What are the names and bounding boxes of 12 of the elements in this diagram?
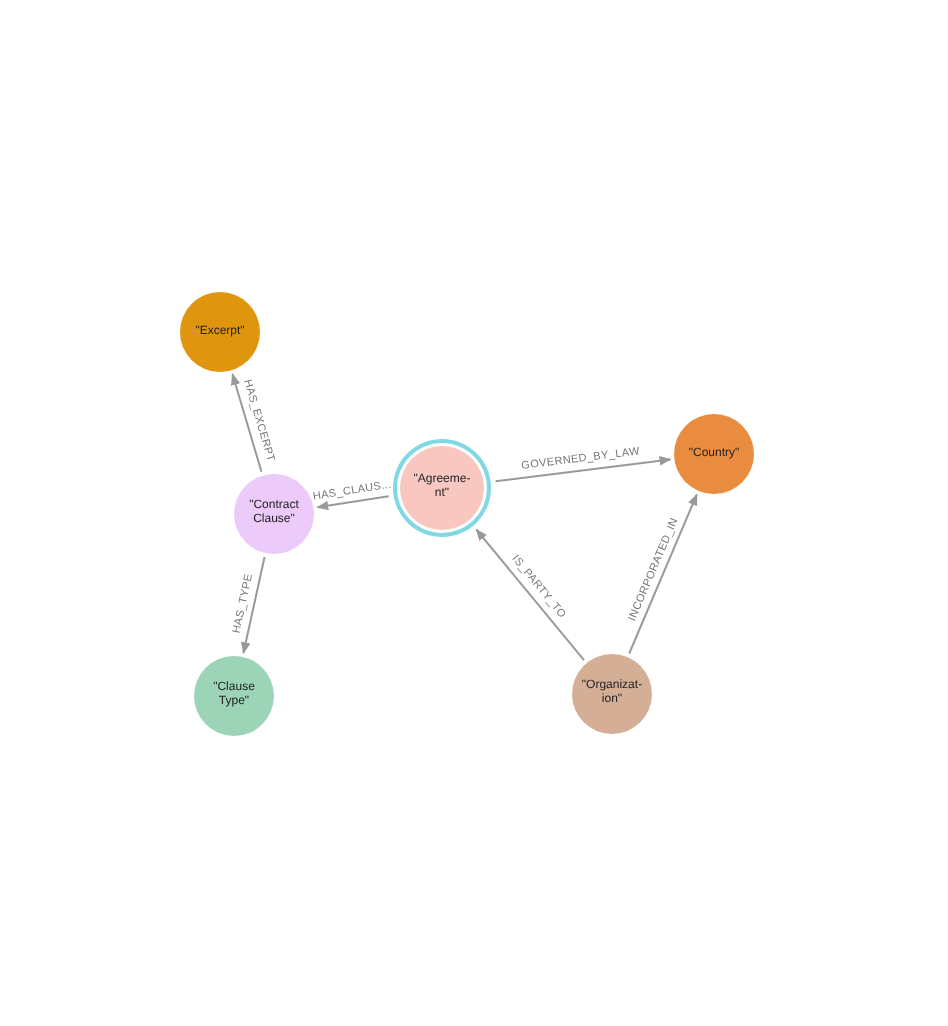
node-circle <box>180 292 260 372</box>
node-circle <box>400 446 484 530</box>
node-circle <box>234 474 314 554</box>
node-circle <box>674 414 754 494</box>
arrow <box>475 528 585 662</box>
node-circle <box>194 656 274 736</box>
arrow <box>316 495 390 511</box>
arrow <box>241 555 266 655</box>
arrow <box>628 493 698 655</box>
arrow <box>231 373 263 473</box>
arrow <box>494 456 672 483</box>
node-circle <box>572 654 652 734</box>
